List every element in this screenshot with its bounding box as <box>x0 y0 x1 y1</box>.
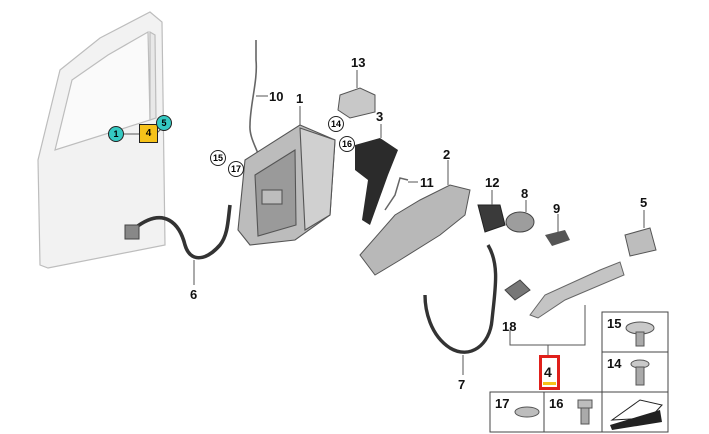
door-marker-5[interactable]: 5 <box>156 115 172 131</box>
callout-3[interactable]: 3 <box>376 109 384 124</box>
hardware-label-14[interactable]: 14 <box>607 356 622 371</box>
cable-7 <box>423 244 498 354</box>
callout-18[interactable]: 18 <box>502 319 517 334</box>
selected-part-frame[interactable] <box>539 355 560 390</box>
callout-14[interactable]: 14 <box>328 116 344 132</box>
callout-6[interactable]: 6 <box>190 287 198 302</box>
callout-2[interactable]: 2 <box>443 147 451 162</box>
door-marker-4[interactable]: 4 <box>139 124 158 143</box>
callout-17[interactable]: 17 <box>228 161 244 177</box>
callout-13[interactable]: 13 <box>351 55 366 70</box>
callout-4[interactable]: 4 <box>544 364 552 380</box>
callout-16[interactable]: 16 <box>339 136 355 152</box>
striker-13 <box>337 87 376 119</box>
part-3 <box>355 138 398 225</box>
callout-15[interactable]: 15 <box>210 150 226 166</box>
callout-10[interactable]: 10 <box>269 89 284 104</box>
handle-carrier-2 <box>359 184 471 276</box>
callout-5[interactable]: 5 <box>640 195 648 210</box>
callout-12[interactable]: 12 <box>485 175 500 190</box>
hardware-label-16[interactable]: 16 <box>549 396 564 411</box>
door-lock-part <box>237 124 336 246</box>
callout-7[interactable]: 7 <box>458 377 466 392</box>
callout-1[interactable]: 1 <box>296 91 304 106</box>
callout-11[interactable]: 11 <box>420 175 434 190</box>
rod-10 <box>249 40 261 161</box>
hardware-label-17[interactable]: 17 <box>495 396 510 411</box>
cable-6 <box>133 204 232 260</box>
hardware-table-grid <box>489 311 669 433</box>
selected-part-highlight <box>543 359 556 385</box>
door-illustration <box>37 11 166 269</box>
door-marker-1[interactable]: 1 <box>108 126 124 142</box>
callout-8[interactable]: 8 <box>521 186 529 201</box>
callout-9[interactable]: 9 <box>553 201 561 216</box>
hardware-label-15[interactable]: 15 <box>607 316 622 331</box>
